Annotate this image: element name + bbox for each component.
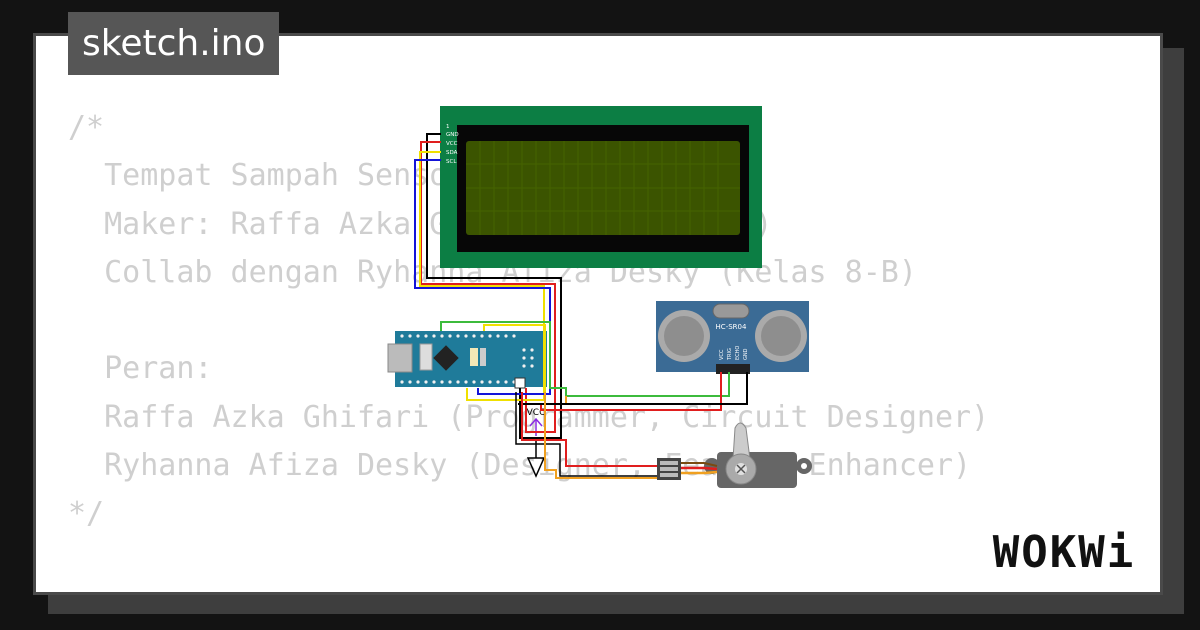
sensor-label: HC-SR04 xyxy=(716,323,747,331)
lcd-display: 1 GND VCC SDA SCL xyxy=(440,106,762,268)
sensor-pin-label: GND xyxy=(743,348,749,360)
lcd-pin-label: GND xyxy=(446,132,459,138)
wires xyxy=(414,133,748,479)
code-line: /* xyxy=(68,110,105,145)
lcd-pin-label: 1 xyxy=(446,124,450,130)
sensor-pin-label: ECHO xyxy=(735,346,741,360)
sensor-pin-label: TRIG xyxy=(727,348,733,361)
servo-motor xyxy=(657,422,812,488)
vcc-label: VCC xyxy=(527,408,546,418)
vcc-symbol: VCC xyxy=(527,408,546,436)
lcd-pin-label: SDA xyxy=(446,150,458,156)
sensor-pin-label: VCC xyxy=(719,349,725,360)
lcd-pin-label: SCL xyxy=(446,159,457,165)
usb-connector xyxy=(387,343,413,373)
file-tab[interactable]: sketch.ino xyxy=(68,12,280,75)
lcd-pin-label: VCC xyxy=(446,141,458,147)
code-line: Peran: xyxy=(68,351,213,387)
code-line: Ryhanna Afiza Desky (Designer, Feature E… xyxy=(68,448,972,484)
ultrasonic-sensor: HC-SR04 VCC TRIG ECHO GND xyxy=(656,301,809,374)
microcontroller-chip xyxy=(433,345,459,371)
ground-symbol xyxy=(526,440,546,478)
code-line: */ xyxy=(68,496,105,532)
arduino-nano xyxy=(387,331,547,389)
wokwi-logo[interactable]: WOKWi xyxy=(992,526,1136,578)
